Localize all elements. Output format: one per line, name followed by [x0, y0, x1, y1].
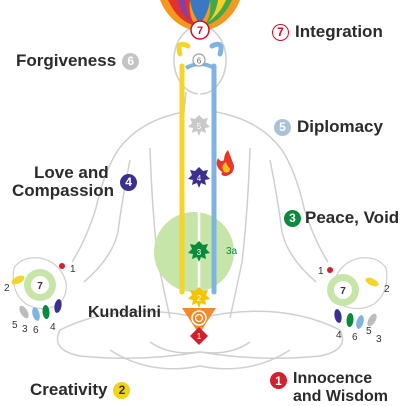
badge-innocence: 1: [270, 372, 287, 389]
svg-text:2: 2: [384, 284, 390, 295]
label-peace: 3 Peace, Void 3a: [284, 208, 400, 228]
body-outline: [56, 25, 344, 370]
heart-flame-icon: [216, 150, 234, 176]
svg-text:3: 3: [22, 324, 28, 335]
label-integration: 7 Integration: [272, 22, 383, 42]
kundalini-text: Kundalini: [88, 304, 161, 321]
right-hand: 7 1 2 3 4 5 6: [318, 257, 390, 345]
chakra-3-icon: 3: [188, 241, 210, 262]
chakra-4-icon: 4: [188, 167, 210, 188]
label-love: Love and Compassion 4: [12, 163, 138, 200]
badge-love: 4: [120, 173, 138, 191]
void-label: 3a: [226, 246, 238, 257]
svg-text:7: 7: [37, 281, 43, 292]
kundalini-icon: [182, 308, 216, 334]
chakra-5-icon: 5: [188, 115, 210, 136]
label-diplomacy: 5 Diplomacy: [274, 117, 383, 137]
svg-text:7: 7: [197, 25, 203, 37]
chakra-7-icon: 7: [190, 20, 210, 40]
left-hand: 7 1 2 3 4 5 6: [4, 257, 76, 336]
svg-text:1: 1: [70, 264, 76, 275]
svg-text:6: 6: [33, 325, 39, 336]
svg-text:7: 7: [340, 286, 346, 297]
svg-text:1: 1: [318, 266, 324, 277]
svg-text:3: 3: [376, 334, 382, 345]
badge-forgiveness: 6: [122, 52, 140, 70]
svg-text:6: 6: [352, 332, 358, 343]
left-channel: [176, 41, 191, 295]
forgiveness-text: Forgiveness: [16, 51, 117, 70]
badge-creativity: 2: [113, 381, 131, 399]
chakra-2-icon: 2: [188, 287, 210, 308]
label-forgiveness: Forgiveness 6: [16, 51, 140, 71]
svg-text:1: 1: [197, 332, 202, 341]
badge-integration: 7: [272, 23, 289, 41]
diplomacy-text: Diplomacy: [297, 117, 383, 136]
label-kundalini: Kundalini: [88, 304, 161, 322]
chakra-1-icon: 1: [190, 327, 208, 345]
chakra-6-icon: 6: [192, 53, 206, 67]
svg-text:4: 4: [336, 330, 342, 341]
badge-diplomacy: 5: [274, 118, 291, 136]
peace-text: Peace, Void: [305, 208, 400, 227]
label-creativity: Creativity 2: [30, 380, 131, 400]
love-text-line2: Compassion: [12, 181, 115, 200]
svg-text:6: 6: [197, 57, 202, 66]
svg-text:4: 4: [50, 322, 56, 333]
integration-text: Integration: [295, 22, 383, 41]
svg-text:5: 5: [12, 320, 18, 331]
label-innocence: 1 Innocence and Wisdom: [270, 370, 388, 406]
innocence-text-line1: Innocence: [293, 370, 373, 387]
svg-text:5: 5: [366, 326, 372, 337]
svg-text:4: 4: [197, 174, 202, 183]
svg-text:5: 5: [197, 122, 202, 131]
svg-text:3: 3: [197, 248, 202, 257]
badge-peace: 3: [284, 209, 301, 227]
love-text-line1: Love and: [34, 163, 109, 182]
creativity-text: Creativity: [30, 380, 108, 399]
svg-text:2: 2: [197, 294, 202, 303]
crown-flame-icon: [160, 0, 240, 31]
svg-text:2: 2: [4, 283, 10, 294]
right-channel: [209, 41, 224, 295]
innocence-text-line2: and Wisdom: [293, 388, 388, 405]
